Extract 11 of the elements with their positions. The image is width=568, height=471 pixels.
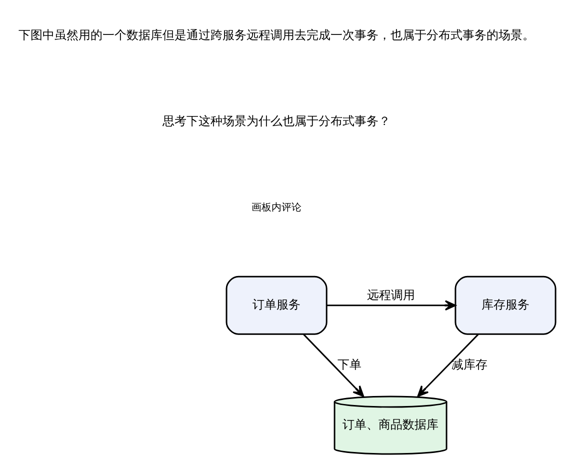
arrow — [303, 333, 364, 396]
label: 画板内评论 — [252, 202, 302, 214]
arrow — [417, 333, 479, 396]
edge-label: 减库存 — [451, 356, 488, 371]
label: 下图中虽然用的一个数据库但是通过跨服务远程调用去完成一次事务，也属于分布式事务的场景。 — [18, 27, 535, 42]
label: 思考下这种场景为什么也属于分布式事务？ — [162, 114, 391, 128]
edge-label: 远程调用 — [367, 288, 416, 302]
node-box: 订单服务 — [226, 275, 328, 334]
node-box: 库存服务 — [454, 275, 556, 334]
edge-label: 下单 — [337, 356, 362, 371]
arrow — [326, 300, 456, 310]
